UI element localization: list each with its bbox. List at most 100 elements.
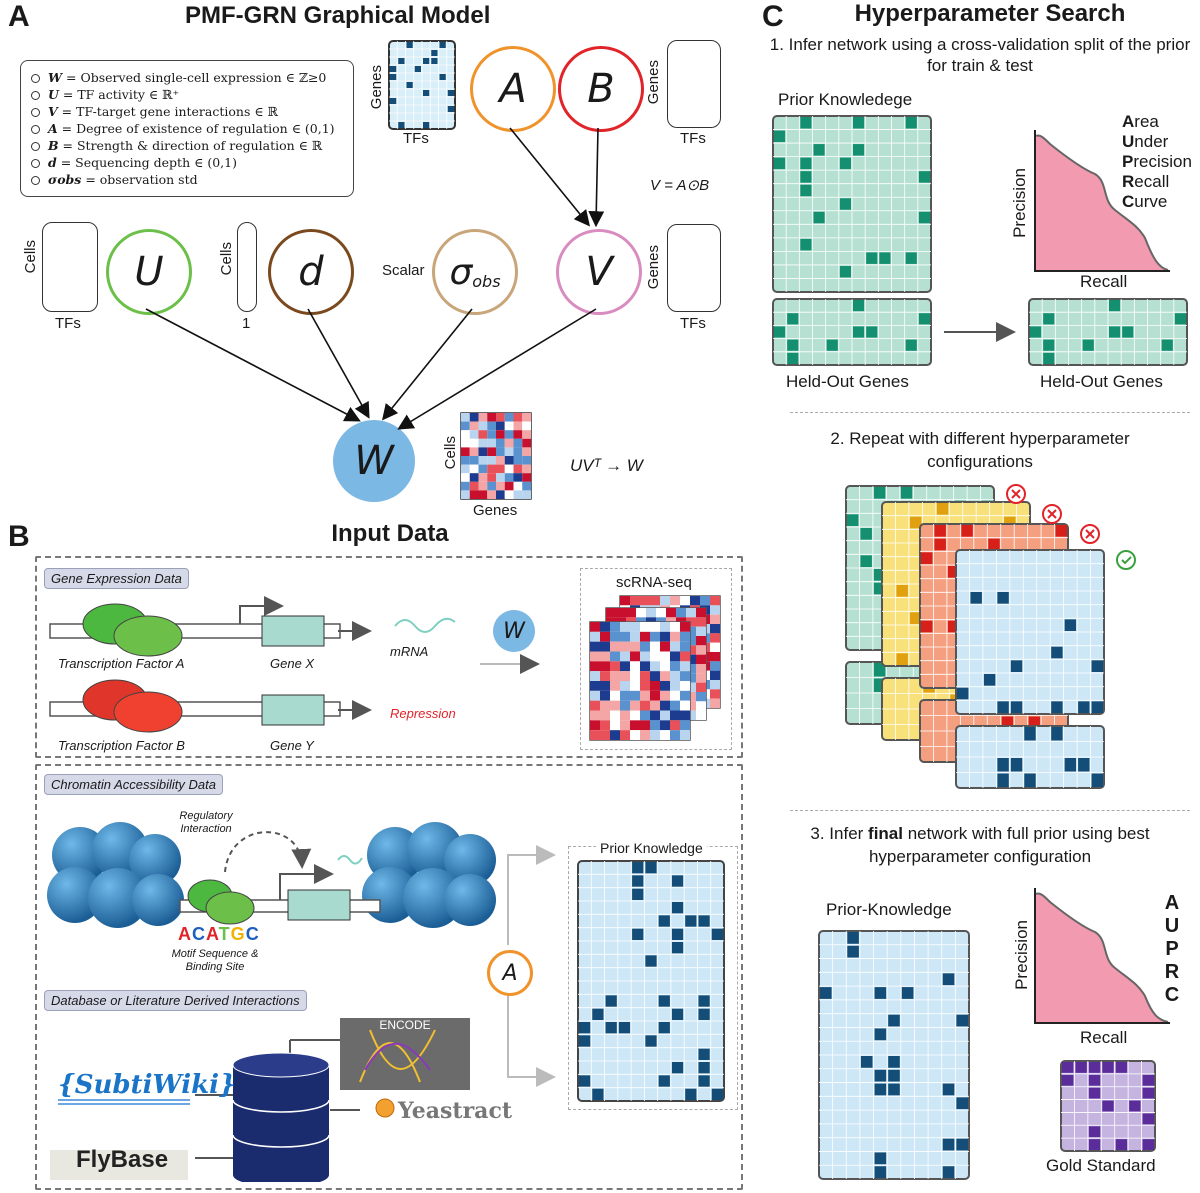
scrna-matrix-stack [589, 595, 721, 741]
hyperparameter-stack [845, 484, 1136, 789]
node-a: A [470, 46, 556, 132]
node-d: d [268, 229, 354, 315]
motif-letter: C [192, 924, 206, 944]
gene-y-label: Gene Y [270, 738, 314, 753]
divider-1 [790, 412, 1190, 413]
auprc-vertical: A U P R C [1162, 892, 1182, 1007]
pr-curve-top [1034, 130, 1170, 272]
held-out-label-left: Held-Out Genes [786, 372, 909, 391]
node-w: W [333, 420, 415, 502]
legend-row-d: d = Sequencing depth ∈ (0,1) [31, 154, 343, 171]
panel-b-letter: B [8, 520, 30, 553]
prior-knowledge-matrix-b [577, 860, 725, 1102]
gene-x-label: Gene X [270, 656, 315, 671]
legend-row-b: B = Strength & direction of regulation ∈… [31, 137, 343, 154]
legend-row-a: A = Degree of existence of regulation ∈ … [31, 120, 343, 137]
node-v: V [556, 229, 642, 315]
encode-logo: ENCODE [379, 1018, 431, 1032]
panel-a-arrows [145, 127, 605, 430]
node-b: B [558, 46, 644, 132]
v-equation: V = A⊙B [650, 177, 710, 194]
auprc-letter: R [1164, 961, 1180, 983]
aupr-line: Under [1122, 132, 1169, 151]
tfs-axis-label: TFs [403, 130, 429, 147]
motif-letter: A [206, 924, 219, 944]
motif-letter: T [218, 924, 231, 944]
auprc-letter: U [1164, 915, 1180, 937]
gold-standard-label: Gold Standard [1046, 1156, 1156, 1175]
nucleosome-left [47, 822, 184, 928]
legend-row-v: V = TF-target gene interactions ∈ ℝ [31, 103, 343, 120]
tf-a-label: Transcription Factor A [58, 656, 185, 671]
a-node-small: A [487, 950, 533, 996]
database-icon [232, 1052, 330, 1182]
panel-c-title: Hyperparameter Search [854, 0, 1126, 27]
motif-sequence: ACATGC [178, 924, 260, 945]
subtiwiki-logo: {SubtiWiki} [58, 1070, 236, 1100]
panel-a-letter: A [8, 0, 30, 33]
held-out-arrow [944, 322, 1016, 342]
tfs-axis-label-b: TFs [680, 130, 706, 147]
scrna-label: scRNA-seq [612, 574, 696, 591]
motif-letter: C [245, 924, 260, 944]
tf-b-label: Transcription Factor B [58, 738, 185, 753]
recall-label-top: Recall [1080, 272, 1128, 291]
held-out-label-right: Held-Out Genes [1040, 372, 1163, 391]
pr-curve-bottom [1034, 888, 1170, 1024]
auprc-letter: C [1164, 984, 1180, 1006]
d-matrix-placeholder [237, 222, 257, 312]
auprc-acronym: Area Under Precision Recall Curve [1122, 112, 1192, 212]
prior-connector-arrows [507, 845, 556, 1087]
panel-a-title: PMF-GRN Graphical Model [185, 2, 491, 29]
prior-knowledge-label-b: Prior Knowledge [596, 840, 707, 856]
repression-label: Repression [390, 706, 456, 721]
tfs-axis-label-u: TFs [55, 315, 81, 332]
panel-c-letter: C [762, 0, 784, 33]
aupr-line: Recall [1122, 172, 1170, 191]
held-out-matrix-right [1028, 298, 1188, 366]
gene-expression-box [35, 556, 743, 758]
database-tag: Database or Literature Derived Interacti… [44, 990, 307, 1011]
chromatin-schematic [47, 822, 496, 928]
nucleosome-right [362, 822, 496, 928]
scrna-box [580, 568, 732, 750]
v-matrix-placeholder [667, 224, 721, 312]
expression-matrix-small [460, 412, 532, 500]
panel-b-title: Input Data [331, 520, 449, 547]
chromatin-box [35, 764, 743, 1190]
precision-label-top: Precision [1010, 168, 1029, 238]
node-u: U [106, 229, 192, 315]
genes-axis-label-w: Genes [473, 502, 518, 519]
motif-caption: Motif Sequence & Binding Site [171, 948, 259, 973]
prior-knowledge-matrix-final [818, 930, 970, 1180]
scalar-label: Scalar [382, 262, 425, 279]
yeastract-logo: Yeastract [398, 1098, 512, 1124]
precision-label-bottom: Precision [1012, 920, 1031, 990]
aupr-line: Precision [1122, 152, 1192, 171]
motif-letter: G [230, 924, 246, 944]
gene-expression-tag: Gene Expression Data [44, 568, 189, 589]
motif-letter: A [178, 924, 192, 944]
aupr-line: Curve [1122, 192, 1168, 211]
prior-matrix-small [388, 40, 456, 130]
auprc-letter: A [1164, 892, 1180, 914]
prior-knowledge-label-c: Prior Knowledege [778, 90, 913, 109]
regulatory-interaction-label: Regulatory Interaction [179, 810, 233, 835]
flybase-logo: FlyBase [76, 1146, 169, 1173]
step-1-text: 1. Infer network using a cross-validatio… [769, 35, 1191, 75]
uvt-equation: UVᵀ → W [570, 456, 643, 475]
divider-2 [790, 810, 1190, 811]
recall-label-bottom: Recall [1080, 1028, 1128, 1047]
tfs-axis-label-v: TFs [680, 315, 706, 332]
b-matrix-placeholder [667, 40, 721, 128]
step-3-text: 3. Infer final network with full prior u… [810, 824, 1150, 866]
legend-row-u: U = TF activity ∈ ℝ⁺ [31, 86, 343, 103]
database-schematic [50, 1018, 470, 1182]
w-node-small: W [493, 610, 535, 652]
gold-standard-matrix [1060, 1060, 1156, 1152]
step-2-text: 2. Repeat with different hyperparameter … [830, 429, 1130, 471]
legend-row-w: W = Observed single-cell expression ∈ ℤ≥… [31, 69, 343, 86]
prior-knowledge-label-final: Prior-Knowledge [826, 900, 952, 919]
held-out-matrix-left [772, 298, 932, 366]
